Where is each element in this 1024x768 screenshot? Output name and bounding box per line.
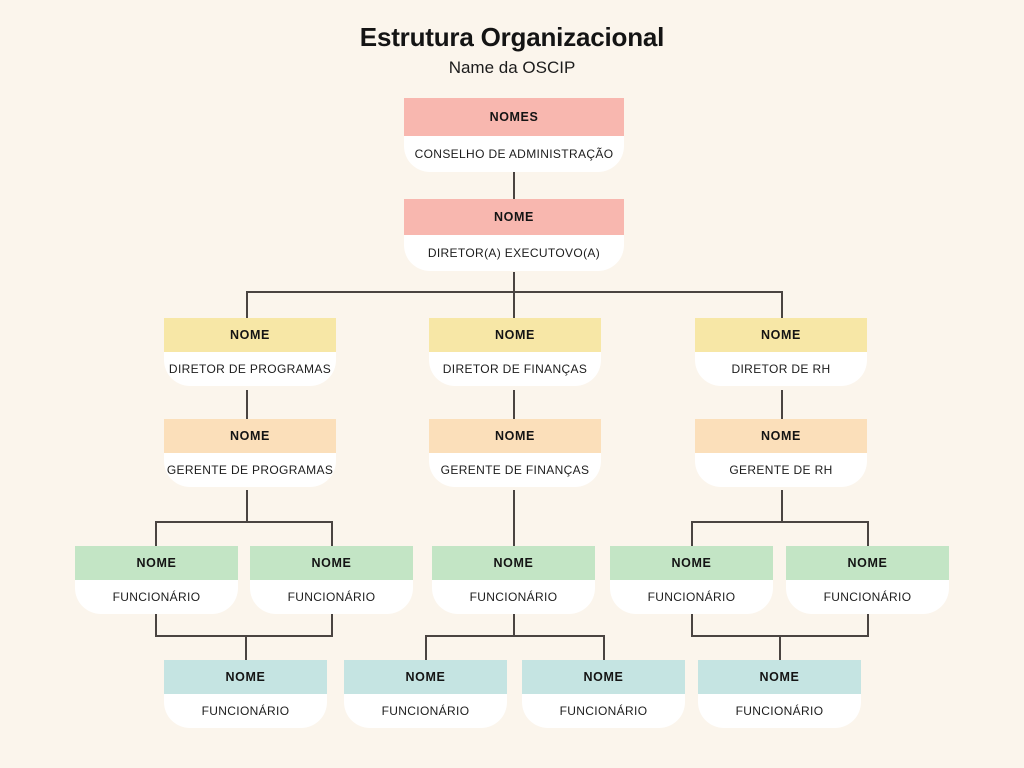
node-director-hr-name: NOME xyxy=(695,318,867,352)
node-board[interactable]: NOMES CONSELHO DE ADMINISTRAÇÃO xyxy=(404,98,624,172)
connector-blue-bus-mid xyxy=(425,635,603,637)
node-board-role: CONSELHO DE ADMINISTRAÇÃO xyxy=(404,136,624,172)
node-staff-hr-2-name: NOME xyxy=(786,546,949,580)
connector-mgrprog-bus xyxy=(155,521,333,523)
node-staff-programs-1-name: NOME xyxy=(75,546,238,580)
node-director-programs-name: NOME xyxy=(164,318,336,352)
connector-executive-stem xyxy=(513,272,515,292)
connector-stafff1-stem xyxy=(513,614,515,636)
connector-drop-staff-b4 xyxy=(779,635,781,660)
connector-staff-p1-down xyxy=(155,614,157,636)
node-staff-bottom-4[interactable]: NOME FUNCIONÁRIO xyxy=(698,660,861,728)
node-staff-programs-2[interactable]: NOME FUNCIONÁRIO xyxy=(250,546,413,614)
node-director-finance-name: NOME xyxy=(429,318,601,352)
node-manager-programs-role: GERENTE DE PROGRAMAS xyxy=(164,453,336,487)
node-staff-bottom-3-role: FUNCIONÁRIO xyxy=(522,694,685,728)
node-manager-finance-name: NOME xyxy=(429,419,601,453)
connector-dirprog-to-mgrprog xyxy=(246,390,248,419)
node-staff-bottom-1-role: FUNCIONÁRIO xyxy=(164,694,327,728)
node-executive-name: NOME xyxy=(404,199,624,235)
node-manager-programs[interactable]: NOME GERENTE DE PROGRAMAS xyxy=(164,419,336,487)
connector-mgrhr-bus xyxy=(691,521,869,523)
node-staff-hr-1-name: NOME xyxy=(610,546,773,580)
node-executive-role: DIRETOR(A) EXECUTOVO(A) xyxy=(404,235,624,271)
connector-drop-staff-p1 xyxy=(155,521,157,546)
node-staff-hr-1-role: FUNCIONÁRIO xyxy=(610,580,773,614)
node-manager-finance-role: GERENTE DE FINANÇAS xyxy=(429,453,601,487)
node-staff-bottom-2-name: NOME xyxy=(344,660,507,694)
connector-drop-staff-b2 xyxy=(425,635,427,660)
connector-board-to-executive xyxy=(513,172,515,200)
node-staff-programs-1-role: FUNCIONÁRIO xyxy=(75,580,238,614)
node-board-name: NOMES xyxy=(404,98,624,136)
node-staff-finance-1-role: FUNCIONÁRIO xyxy=(432,580,595,614)
connector-dirfin-to-mgrfin xyxy=(513,390,515,419)
node-staff-bottom-1[interactable]: NOME FUNCIONÁRIO xyxy=(164,660,327,728)
node-staff-bottom-4-name: NOME xyxy=(698,660,861,694)
node-staff-finance-1[interactable]: NOME FUNCIONÁRIO xyxy=(432,546,595,614)
node-manager-hr-role: GERENTE DE RH xyxy=(695,453,867,487)
connector-drop-staff-h1 xyxy=(691,521,693,546)
connector-drop-dir-programs xyxy=(246,291,248,318)
node-director-hr[interactable]: NOME DIRETOR DE RH xyxy=(695,318,867,386)
node-executive[interactable]: NOME DIRETOR(A) EXECUTOVO(A) xyxy=(404,199,624,271)
connector-dirhr-to-mgrhr xyxy=(781,390,783,419)
connector-staff-p2-down xyxy=(331,614,333,636)
node-staff-finance-1-name: NOME xyxy=(432,546,595,580)
node-manager-hr-name: NOME xyxy=(695,419,867,453)
node-manager-finance[interactable]: NOME GERENTE DE FINANÇAS xyxy=(429,419,601,487)
node-director-programs[interactable]: NOME DIRETOR DE PROGRAMAS xyxy=(164,318,336,386)
page-subtitle: Name da OSCIP xyxy=(448,58,576,77)
node-manager-hr[interactable]: NOME GERENTE DE RH xyxy=(695,419,867,487)
node-director-finance-role: DIRETOR DE FINANÇAS xyxy=(429,352,601,386)
connector-staff-h2-down xyxy=(867,614,869,636)
node-staff-bottom-3-name: NOME xyxy=(522,660,685,694)
page-title: Estrutura Organizacional xyxy=(359,22,665,52)
node-staff-programs-1[interactable]: NOME FUNCIONÁRIO xyxy=(75,546,238,614)
connector-drop-dir-finance xyxy=(513,291,515,318)
node-staff-bottom-1-name: NOME xyxy=(164,660,327,694)
node-staff-bottom-3[interactable]: NOME FUNCIONÁRIO xyxy=(522,660,685,728)
node-staff-hr-2[interactable]: NOME FUNCIONÁRIO xyxy=(786,546,949,614)
connector-staff-h1-down xyxy=(691,614,693,636)
node-staff-bottom-2[interactable]: NOME FUNCIONÁRIO xyxy=(344,660,507,728)
node-staff-hr-2-role: FUNCIONÁRIO xyxy=(786,580,949,614)
node-staff-bottom-2-role: FUNCIONÁRIO xyxy=(344,694,507,728)
node-director-programs-role: DIRETOR DE PROGRAMAS xyxy=(164,352,336,386)
node-staff-bottom-4-role: FUNCIONÁRIO xyxy=(698,694,861,728)
node-director-finance[interactable]: NOME DIRETOR DE FINANÇAS xyxy=(429,318,601,386)
connector-mgrfin-to-stafff1 xyxy=(513,490,515,546)
connector-drop-staff-b1 xyxy=(245,635,247,660)
node-staff-programs-2-role: FUNCIONÁRIO xyxy=(250,580,413,614)
connector-drop-staff-b3 xyxy=(603,635,605,660)
connector-blue-bus-left xyxy=(155,635,333,637)
connector-mgrprog-stem xyxy=(246,490,248,522)
node-director-hr-role: DIRETOR DE RH xyxy=(695,352,867,386)
connector-mgrhr-stem xyxy=(781,490,783,522)
connector-drop-staff-p2 xyxy=(331,521,333,546)
connector-drop-staff-h2 xyxy=(867,521,869,546)
node-manager-programs-name: NOME xyxy=(164,419,336,453)
node-staff-programs-2-name: NOME xyxy=(250,546,413,580)
node-staff-hr-1[interactable]: NOME FUNCIONÁRIO xyxy=(610,546,773,614)
connector-drop-dir-hr xyxy=(781,291,783,318)
